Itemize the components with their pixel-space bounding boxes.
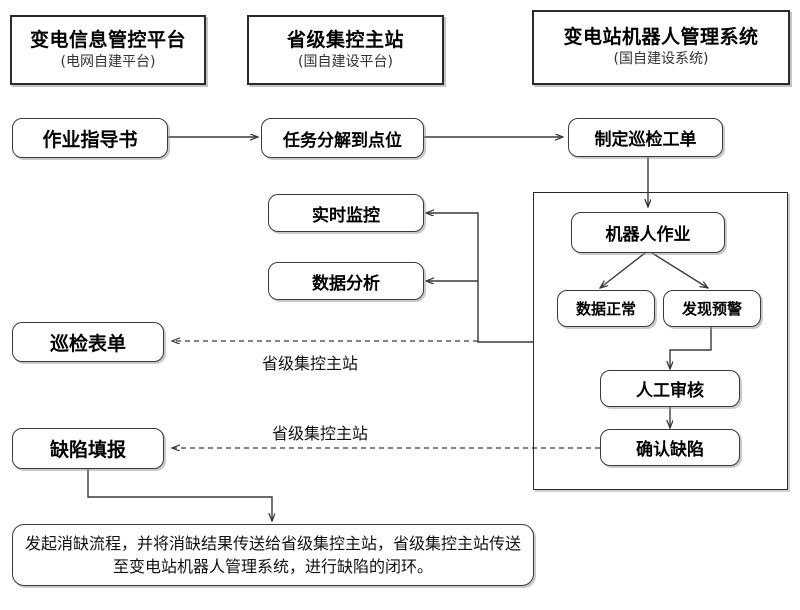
system-title: 变电信息管控平台 (29, 28, 186, 51)
system-box-substation-info-platform[interactable]: 变电信息管控平台 (电网自建平台) (10, 15, 206, 85)
edge-panel-to-monitor (426, 213, 533, 343)
node-confirm-defect[interactable]: 确认缺陷 (600, 429, 740, 466)
summary-note-box[interactable]: 发起消缺流程，并将消缺结果传送给省级集控主站，省级集控主站传送至变电站机器人管理… (12, 524, 534, 586)
node-data-analysis[interactable]: 数据分析 (268, 262, 424, 300)
system-subtitle: (国自建设系统) (613, 51, 709, 68)
node-realtime-monitor[interactable]: 实时监控 (268, 194, 424, 232)
node-manual-review[interactable]: 人工审核 (600, 370, 740, 407)
system-box-provincial-master-station[interactable]: 省级集控主站 (国自建设平台) (247, 15, 444, 85)
edge-defect-to-summary (87, 469, 272, 521)
system-subtitle: (国自建设平台) (298, 53, 393, 70)
node-robot-operation[interactable]: 机器人作业 (571, 212, 725, 253)
edge-label-inspection-form-channel: 省级集控主站 (262, 354, 359, 373)
node-data-normal[interactable]: 数据正常 (557, 290, 655, 327)
node-defect-report[interactable]: 缺陷填报 (12, 428, 164, 469)
node-alarm-found[interactable]: 发现预警 (663, 290, 761, 327)
node-work-instruction[interactable]: 作业指导书 (12, 118, 168, 158)
system-title: 变电站机器人管理系统 (563, 26, 759, 49)
edge-label-defect-report-channel: 省级集控主站 (272, 424, 369, 443)
node-create-work-order[interactable]: 制定巡检工单 (568, 118, 723, 157)
node-inspection-form[interactable]: 巡检表单 (12, 322, 164, 362)
system-box-robot-management-system[interactable]: 变电站机器人管理系统 (国自建设系统) (532, 10, 790, 85)
system-title: 省级集控主站 (286, 28, 404, 51)
robot-system-panel (533, 192, 788, 490)
node-task-decompose[interactable]: 任务分解到点位 (261, 118, 424, 158)
system-subtitle: (电网自建平台) (60, 53, 156, 70)
summary-note-text: 发起消缺流程，并将消缺结果传送给省级集控主站，省级集控主站传送至变电站机器人管理… (25, 533, 522, 576)
